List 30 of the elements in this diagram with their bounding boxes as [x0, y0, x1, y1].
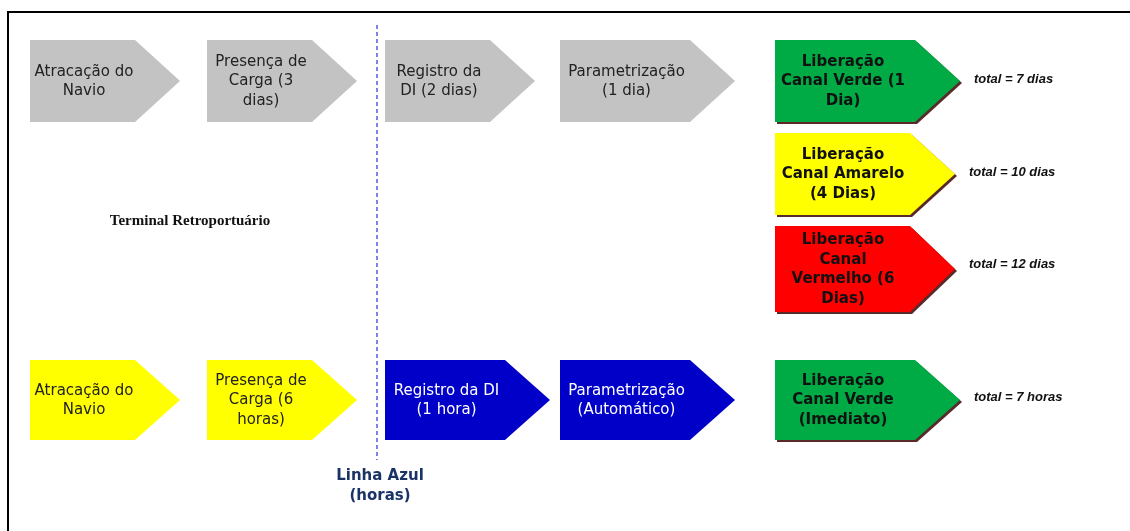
step-label: Presença de Carga (3 dias): [214, 50, 308, 111]
chevron-step: [30, 40, 180, 122]
step-label: Liberação Canal Vermelho (6 Dias): [790, 229, 896, 309]
chevron-step: [207, 40, 357, 122]
step-label: Registro da DI (2 dias): [395, 60, 483, 101]
step-label: Liberação Canal Amarelo (4 Dias): [780, 143, 906, 204]
chevron-step: [560, 40, 735, 122]
total-label: total = 10 dias: [969, 164, 1056, 179]
step-label: Atracação do Navio: [34, 60, 134, 101]
step-label: Parametrização (Automático): [567, 379, 686, 420]
chevron-step: [775, 40, 960, 122]
chevron-step: [775, 360, 960, 440]
step-label: Liberação Canal Verde (1 Dia): [779, 50, 907, 111]
total-label: total = 7 dias: [974, 71, 1054, 86]
chevron-step: [30, 360, 180, 440]
step-label: Presença de Carga (6 horas): [214, 369, 308, 430]
chevron-step: [775, 226, 955, 312]
total-label: total = 12 dias: [969, 256, 1056, 271]
chevron-step: [385, 40, 535, 122]
total-label: total = 7 horas: [974, 389, 1063, 404]
step-label: Registro da DI (1 hora): [392, 379, 501, 420]
chevron-step: [560, 360, 735, 440]
chevron-step: [385, 360, 550, 440]
step-label: Parametrização (1 dia): [567, 60, 686, 101]
chevron-step: [207, 360, 357, 440]
step-label: Atracação do Navio: [34, 379, 134, 420]
chevron-step: [775, 133, 955, 215]
step-label: Liberação Canal Verde (Imediato): [791, 369, 895, 430]
divider-label: Linha Azul (horas): [335, 466, 425, 505]
section-label: Terminal Retroportuário: [108, 212, 272, 229]
